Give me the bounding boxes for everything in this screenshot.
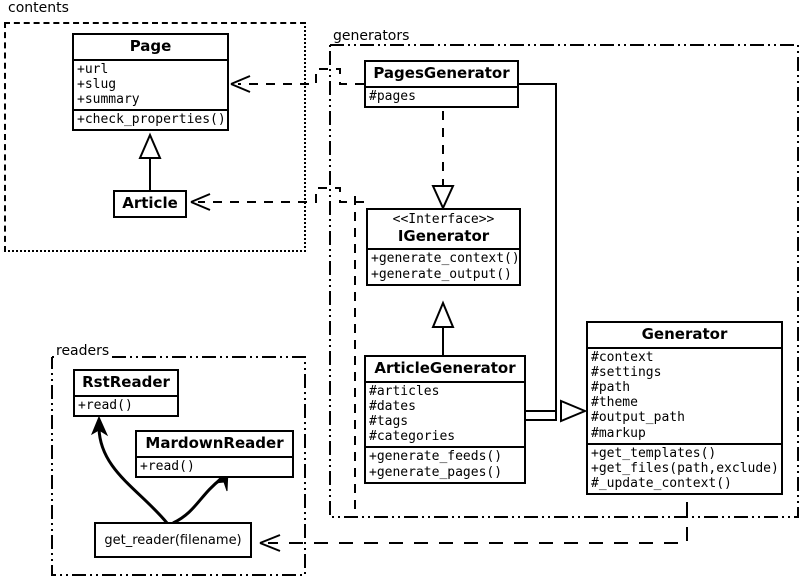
attribute: #markup bbox=[591, 425, 646, 441]
package-contents-label: contents bbox=[6, 0, 71, 16]
edge-generator-to-getreader-dependency bbox=[268, 502, 688, 544]
class-article-name: Article bbox=[122, 194, 178, 212]
attribute: +summary bbox=[77, 91, 140, 107]
class-page-name: Page bbox=[129, 37, 172, 55]
method: +generate_pages() bbox=[369, 464, 503, 480]
method: +generate_feeds() bbox=[369, 449, 503, 465]
arrowhead-hollow-triangle-igenerator-bottom bbox=[431, 300, 455, 328]
class-pages-generator-name: PagesGenerator bbox=[373, 64, 510, 82]
class-article[interactable]: Article bbox=[113, 190, 187, 218]
arrowhead-hollow-triangle-igenerator-top bbox=[431, 185, 455, 211]
class-mardown-reader[interactable]: MardownReader +read() bbox=[135, 430, 294, 478]
attribute: #settings bbox=[591, 364, 662, 380]
attribute: #dates bbox=[369, 398, 416, 414]
class-article-generator[interactable]: ArticleGenerator #articles #dates #tags … bbox=[364, 355, 526, 484]
attribute: #context bbox=[591, 349, 654, 365]
class-generator-methods: +get_templates() +get_files(path,exclude… bbox=[588, 442, 781, 494]
package-readers-label: readers bbox=[54, 343, 112, 359]
function-get-reader-label: get_reader(filename) bbox=[104, 532, 242, 548]
package-generators-label: generators bbox=[331, 28, 412, 44]
class-igenerator-name: <<Interface>> IGenerator bbox=[368, 210, 519, 248]
method: #_update_context() bbox=[591, 476, 732, 492]
class-article-generator-name: ArticleGenerator bbox=[374, 359, 516, 377]
class-igenerator-title: IGenerator bbox=[397, 226, 490, 245]
class-generator-name: Generator bbox=[641, 325, 728, 343]
attribute: #categories bbox=[369, 429, 456, 445]
attribute: #path bbox=[591, 379, 631, 395]
attribute: #articles bbox=[369, 383, 440, 399]
class-pages-generator[interactable]: PagesGenerator #pages bbox=[364, 60, 519, 108]
attribute: +url bbox=[77, 61, 109, 77]
class-rst-reader[interactable]: RstReader +read() bbox=[73, 369, 179, 417]
arrowhead-open-rstreader bbox=[90, 415, 109, 437]
arrowhead-hollow-triangle-generator bbox=[560, 399, 588, 423]
edge-articlegenerator-to-generator-stub bbox=[526, 411, 557, 421]
function-get-reader[interactable]: get_reader(filename) bbox=[94, 522, 252, 558]
attribute: #pages bbox=[369, 88, 416, 104]
method: +generate_context() bbox=[371, 251, 520, 267]
class-generator-attributes: #context #settings #path #theme #output_… bbox=[588, 346, 781, 443]
class-page-methods: +check_properties() bbox=[74, 109, 227, 129]
method: +get_files(path,exclude) bbox=[591, 460, 779, 476]
class-article-generator-attributes: #articles #dates #tags #categories bbox=[366, 380, 524, 447]
attribute: +slug bbox=[77, 76, 117, 92]
method: +read() bbox=[78, 397, 133, 413]
method: +read() bbox=[140, 458, 195, 474]
class-igenerator[interactable]: <<Interface>> IGenerator +generate_conte… bbox=[366, 208, 521, 286]
attribute: #tags bbox=[369, 413, 409, 429]
class-article-generator-methods: +generate_feeds() +generate_pages() bbox=[366, 446, 524, 481]
package-contents bbox=[4, 22, 306, 252]
class-mardown-reader-name: MardownReader bbox=[145, 434, 284, 452]
attribute: #theme bbox=[591, 395, 638, 411]
class-rst-reader-methods: +read() bbox=[75, 394, 177, 415]
class-mardown-reader-methods: +read() bbox=[137, 455, 292, 476]
method: +generate_output() bbox=[371, 266, 512, 282]
class-igenerator-stereotype: <<Interface>> bbox=[392, 212, 495, 227]
class-rst-reader-name: RstReader bbox=[82, 373, 170, 391]
method: +get_templates() bbox=[591, 445, 717, 461]
class-page-attributes: +url +slug +summary bbox=[74, 58, 227, 110]
method: +check_properties() bbox=[77, 112, 226, 128]
arrowhead-open-getreader bbox=[259, 534, 281, 552]
attribute: #output_path bbox=[591, 410, 685, 426]
class-igenerator-methods: +generate_context() +generate_output() bbox=[368, 248, 520, 283]
class-generator[interactable]: Generator #context #settings #path #them… bbox=[586, 321, 783, 496]
class-pages-generator-attributes: #pages bbox=[366, 85, 517, 106]
edge-getreader-to-mardownreader bbox=[172, 477, 222, 525]
class-page[interactable]: Page +url +slug +summary +check_properti… bbox=[72, 33, 229, 132]
